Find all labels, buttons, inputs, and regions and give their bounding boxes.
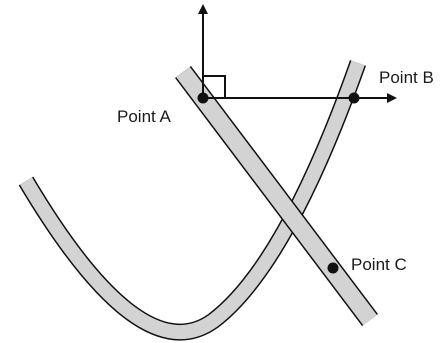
right-angle-marker — [202, 75, 226, 99]
curved-band — [18, 60, 367, 341]
point-a-dot — [197, 92, 209, 104]
point-c-label: Point C — [351, 255, 407, 274]
straight-band — [175, 65, 378, 327]
point-b-label: Point B — [379, 68, 434, 87]
point-a-label: Point A — [117, 107, 172, 126]
point-c-dot — [327, 262, 339, 274]
point-b-dot — [348, 92, 360, 104]
